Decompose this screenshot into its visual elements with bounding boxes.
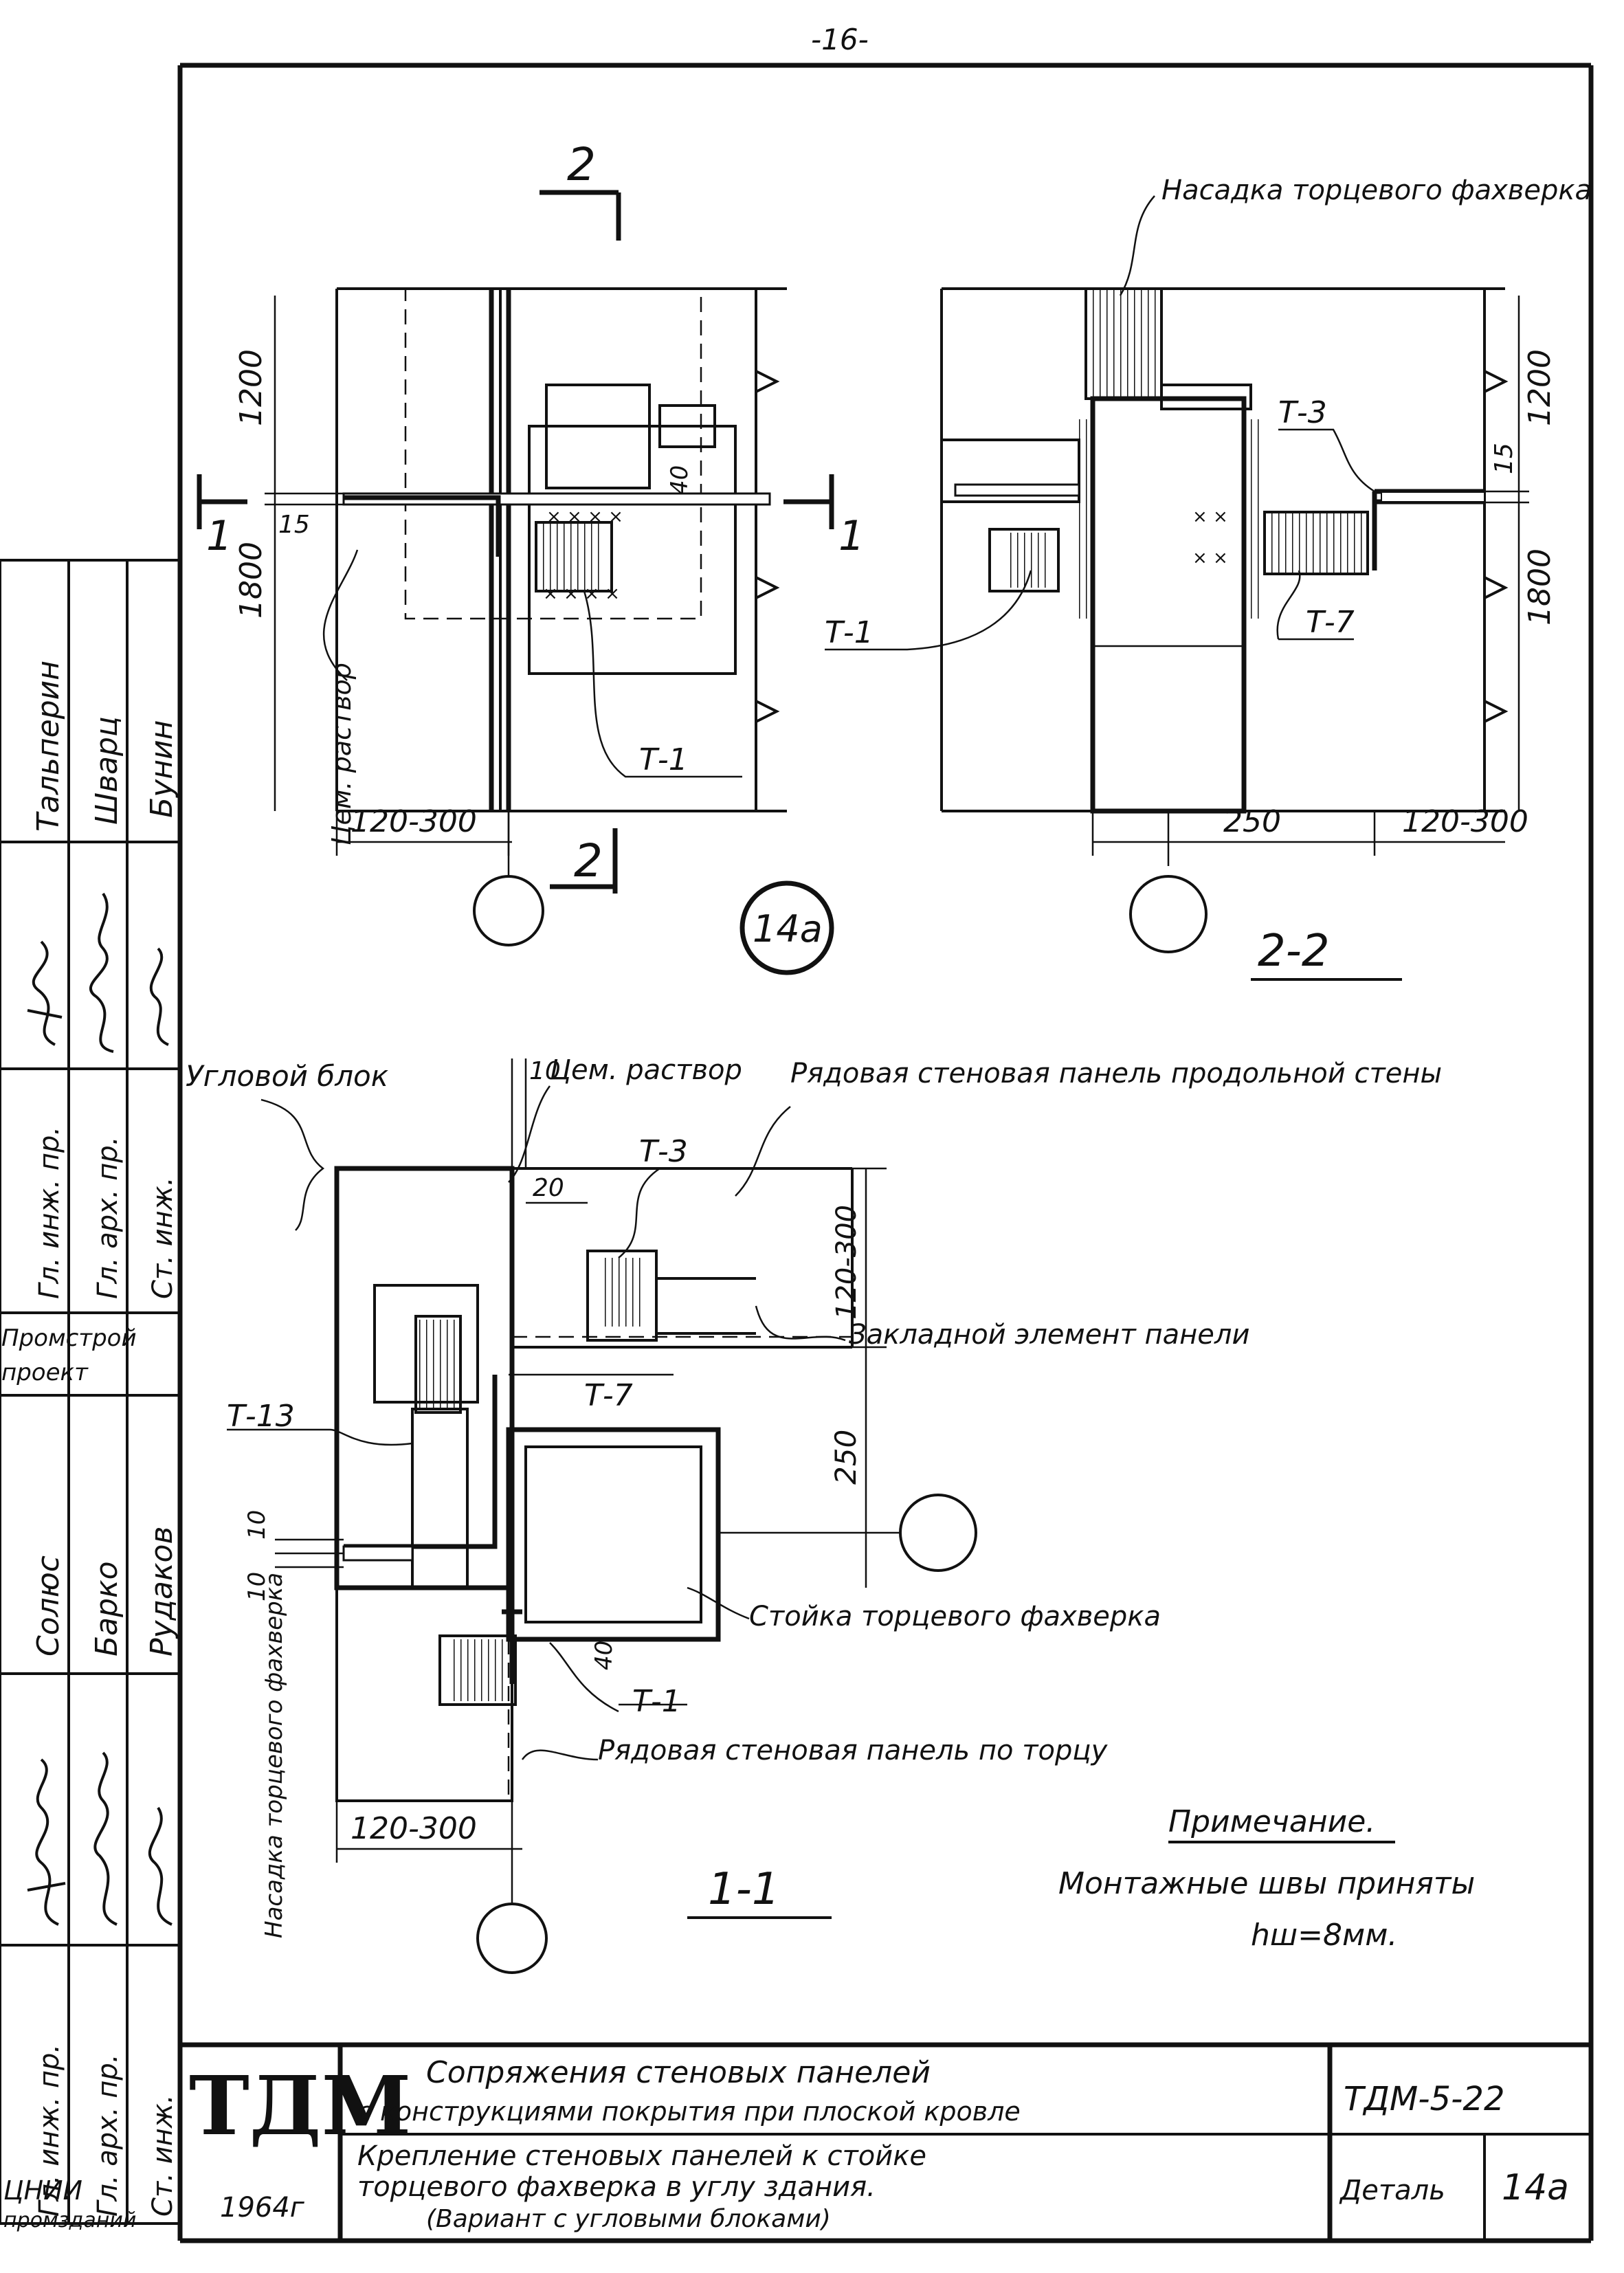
svg-text:× × × ×: × × × ×	[546, 507, 623, 527]
name-rudakov: Рудаков	[144, 1527, 179, 1656]
label-t13: Т-13	[227, 1399, 295, 1434]
cut-mark-1-right: 1	[838, 512, 865, 560]
label-t1-right: Т-1	[825, 615, 874, 650]
signature-4	[27, 1758, 66, 1926]
dim-10-b: 10	[243, 1572, 271, 1601]
name-bunin: Бунин	[144, 720, 179, 818]
org-proekt: проект	[1, 1359, 89, 1386]
section-title-2-2: 2-2	[1258, 926, 1330, 977]
pos-st-inzh-1: Ст. инж.	[147, 1177, 179, 1299]
note-line1: Монтажные швы приняты	[1058, 1866, 1475, 1901]
detail-circle-14a: 14а	[739, 880, 834, 975]
note-line2: hш=8мм.	[1251, 1918, 1397, 1953]
pos-gl-arh-1: Гл. арх. пр.	[92, 1136, 124, 1299]
label-t1: Т-1	[632, 1684, 681, 1719]
stamp-sub3: (Вариант с угловыми блоками)	[426, 2205, 831, 2233]
label-nasadka-torcevogo: Насадка торцевого фахверка	[1161, 175, 1592, 206]
label-cem-rastvor-left: Цем. раствор	[326, 663, 357, 845]
signature-2	[89, 892, 114, 1053]
dim-10-top: 10	[529, 1057, 561, 1085]
label-uglovoy-blok: Угловой блок	[186, 1059, 389, 1093]
signature-1	[27, 940, 63, 1046]
label-t3-right: Т-3	[1278, 395, 1327, 430]
label-t7: Т-7	[1306, 605, 1355, 640]
stamp-year: 1964г	[220, 2192, 305, 2224]
signature-6	[148, 1806, 173, 1926]
name-talperin: Тальперин	[31, 661, 66, 832]
cut-mark-1-left: 1	[206, 512, 232, 560]
dim-1800-left: 1800	[234, 542, 269, 619]
name-barko: Барко	[89, 1561, 124, 1656]
dim-120-300-left: 120-300	[351, 804, 477, 839]
label-t3: Т-3	[639, 1134, 688, 1169]
dim-15-right: 15	[1490, 443, 1518, 474]
stamp-title2: с конструкциями покрытия при плоской кро…	[357, 2096, 1021, 2127]
label-cem-rastvor: Цем. раствор	[550, 1054, 742, 1086]
name-shvarts: Шварц	[89, 716, 124, 825]
dim-250-vert: 250	[829, 1430, 863, 1485]
stamp-detail-label: Деталь	[1339, 2175, 1445, 2206]
signature-3	[149, 947, 169, 1046]
label-nasadka-vert: Насадка торцевого фахверка	[260, 1573, 288, 1938]
page-number: -16-	[811, 23, 869, 56]
label-t7: Т-7	[584, 1378, 633, 1413]
dim-40-left: 40	[666, 465, 693, 495]
stamp-org1: ЦНИИ	[3, 2175, 82, 2206]
label-zakladnoy: Закладной элемент панели	[849, 1319, 1249, 1351]
pos-gl-inzh-1: Гл. инж. пр.	[34, 1127, 65, 1299]
dim-20: 20	[533, 1174, 564, 1202]
section-mark-2-top: 2	[567, 138, 596, 191]
label-ryadovaya-prodol: Рядовая стеновая панель продольной стены	[790, 1058, 1442, 1089]
dim-120-300-right: 120-300	[1402, 804, 1528, 839]
pos-gl-arh-2: Гл. арх. пр.	[92, 2054, 124, 2217]
stamp-sub2: торцевого фахверка в углу здания.	[357, 2171, 876, 2203]
dim-15-left: 15	[278, 511, 310, 539]
stamp-org2: промзданий	[3, 2208, 136, 2232]
section-2-2-right-view: Насадка торцевого фахверка × × × × Т-3 Т…	[825, 175, 1592, 981]
title-stamp: ТДМ 1964г Сопряжения стеновых панелей с …	[0, 2042, 1591, 2241]
sheet-frame	[177, 63, 1594, 2243]
label-ryadovaya-torec: Рядовая стеновая панель по торцу	[598, 1735, 1109, 1766]
dim-250-right: 250	[1223, 804, 1281, 839]
svg-text:× ×: × ×	[1192, 507, 1228, 527]
dim-1200-left: 1200	[234, 349, 269, 426]
stamp-code: ТДМ-5-22	[1344, 2080, 1505, 2118]
section-2-2-left-view: 2 × × × × × × × × 1 1 1200	[197, 138, 865, 946]
svg-text:14а: 14а	[753, 907, 823, 951]
label-t1-left: Т-1	[639, 742, 688, 777]
section-mark-2-bottom: 2	[574, 834, 603, 887]
stamp-sub1: Крепление стеновых панелей к стойке	[357, 2140, 926, 2172]
section-title-1-1: 1-1	[708, 1864, 780, 1915]
svg-text:× ×: × ×	[1192, 548, 1228, 568]
dim-120-300-vert: 120-300	[831, 1205, 863, 1320]
pos-st-inzh-2: Ст. инж.	[147, 2094, 179, 2217]
stamp-logo-tdm: ТДМ	[189, 2058, 411, 2153]
dim-1800-right: 1800	[1522, 548, 1557, 625]
section-1-1: Угловой блок Цем. раствор Рядовая стенов…	[186, 1054, 1442, 1974]
dim-1200-right: 1200	[1522, 349, 1557, 426]
label-stoyka: Стойка торцевого фахверка	[749, 1601, 1161, 1632]
svg-text:× × × ×: × × × ×	[543, 584, 620, 604]
side-approval-block: Тальперин Шварц Бунин Гл. инж. пр. Гл. а…	[0, 559, 181, 2225]
signature-5	[93, 1751, 118, 1926]
stamp-title1: Сопряжения стеновых панелей	[426, 2055, 931, 2090]
pos-gl-inzh-2: Гл. инж. пр.	[34, 2044, 65, 2217]
org-promstroy: Промстрой	[1, 1324, 137, 1352]
note-block: Примечание. Монтажные швы приняты hш=8мм…	[1058, 1804, 1475, 1953]
stamp-detail-value: 14а	[1502, 2167, 1569, 2208]
name-solyus: Солюс	[31, 1555, 66, 1656]
dim-10-a: 10	[243, 1510, 271, 1540]
dim-40: 40	[590, 1641, 618, 1670]
note-heading: Примечание.	[1168, 1804, 1375, 1839]
dim-120-300-horiz: 120-300	[351, 1811, 477, 1846]
